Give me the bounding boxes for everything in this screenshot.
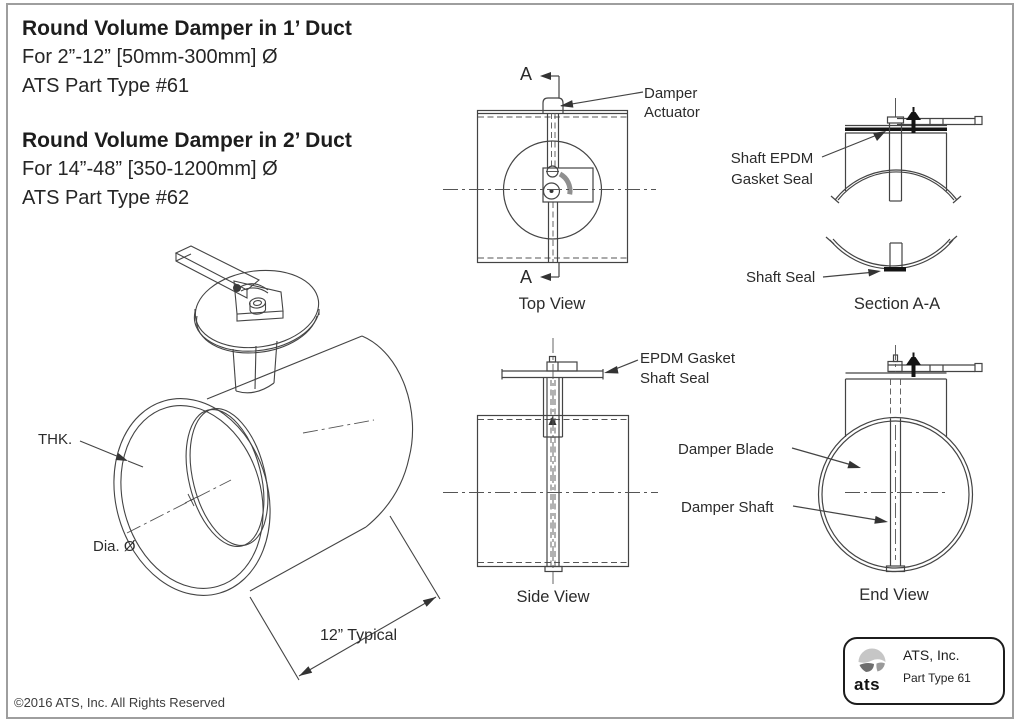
isometric-drawing	[79, 245, 441, 681]
product-1-size-range: For 2”-12” [50mm-300mm] Ø	[22, 46, 278, 68]
duct-body-top-edge	[206, 335, 363, 400]
damper-actuator-label: Damper Actuator	[644, 85, 700, 121]
duct-body-bottom-edge	[249, 526, 367, 592]
face-centerline	[126, 479, 232, 534]
blade-leader	[791, 447, 861, 469]
gasket-leader	[821, 131, 886, 158]
shaft-leader	[792, 505, 888, 524]
damper-circle	[502, 140, 603, 240]
title-block: ats ATS, Inc. Part Type 61	[843, 637, 1005, 705]
section-cut-marks	[540, 72, 560, 281]
thickness-leader	[79, 440, 144, 468]
quadrant-arc	[558, 171, 573, 195]
end-view-drawing	[791, 345, 983, 573]
shaft-pivot	[542, 182, 561, 200]
product-2: Round Volume Damper in 2’ Duct For 14”-4…	[22, 126, 352, 213]
shaft-epdm-gasket-label: Shaft EPDM Gasket Seal	[730, 150, 814, 188]
product-2-title: Round Volume Damper in 2’ Duct	[22, 129, 352, 152]
part-type-number: Part Type 61	[903, 671, 971, 685]
duct-front-rim-inner	[120, 405, 264, 589]
product-headers: Round Volume Damper in 1’ Duct For 2”-12…	[22, 14, 352, 238]
wing-nut	[906, 107, 921, 133]
shaft-seal-pad	[884, 267, 906, 272]
duct-wall-arc-lower	[829, 239, 954, 270]
actuator-leader	[560, 91, 644, 108]
damper-blade-edge-back	[189, 407, 269, 547]
side-view-drawing	[443, 338, 658, 584]
actuator-flange-disc	[194, 269, 320, 349]
copyright-notice: ©2016 ATS, Inc. All Rights Reserved	[14, 695, 225, 710]
actuator-handle	[174, 245, 260, 291]
ats-logo-icon	[858, 648, 886, 672]
duct-outline	[476, 109, 629, 264]
duct-outline-side	[476, 414, 630, 568]
product-2-part-type: ATS Part Type #62	[22, 187, 190, 209]
side-gasket-leader	[604, 359, 639, 374]
section-marker-top: A	[520, 64, 533, 84]
length-dimension	[249, 515, 441, 681]
diameter-label: Dia. Ø	[93, 538, 136, 555]
product-1-title: Round Volume Damper in 1’ Duct	[22, 17, 352, 40]
thickness-label: THK.	[38, 431, 73, 448]
actuator-cap	[542, 97, 564, 113]
shaft-seal-label: Shaft Seal	[746, 269, 816, 286]
page-border	[6, 3, 1014, 719]
product-1: Round Volume Damper in 1’ Duct For 2”-12…	[22, 14, 352, 101]
duct-front-rim-outer	[113, 398, 271, 596]
duct-body-back-edge	[361, 335, 414, 528]
duct-wall-arc-upper	[834, 169, 958, 201]
end-view-caption: End View	[859, 586, 929, 604]
epdm-gasket-strip	[845, 127, 947, 131]
top-view-drawing	[443, 72, 656, 281]
epdm-gasket-shaft-seal-label: EPDM Gasket Shaft Seal	[640, 350, 736, 387]
axis-centerline	[302, 419, 375, 434]
duct-circle-inner	[821, 420, 970, 569]
section-marker-bottom: A	[520, 267, 533, 287]
lock-screw	[233, 284, 241, 292]
side-view-caption: Side View	[516, 588, 590, 606]
product-2-size-range: For 14”-48” [350-1200mm] Ø	[22, 158, 278, 180]
product-1-part-type: ATS Part Type #61	[22, 75, 190, 97]
section-aa-caption: Section A-A	[853, 295, 941, 313]
damper-blade-label: Damper Blade	[678, 441, 774, 458]
top-view-caption: Top View	[518, 295, 586, 313]
section-aa-drawing	[821, 98, 983, 278]
seal-leader	[822, 269, 881, 278]
length-dimension-label: 12” Typical	[320, 627, 398, 644]
wing-nut-end	[906, 352, 921, 377]
damper-shaft-label: Damper Shaft	[681, 499, 774, 516]
actuator-bracket-top	[542, 167, 594, 203]
company-name: ATS, Inc.	[903, 647, 960, 663]
ats-logo-text: ats	[854, 675, 881, 694]
